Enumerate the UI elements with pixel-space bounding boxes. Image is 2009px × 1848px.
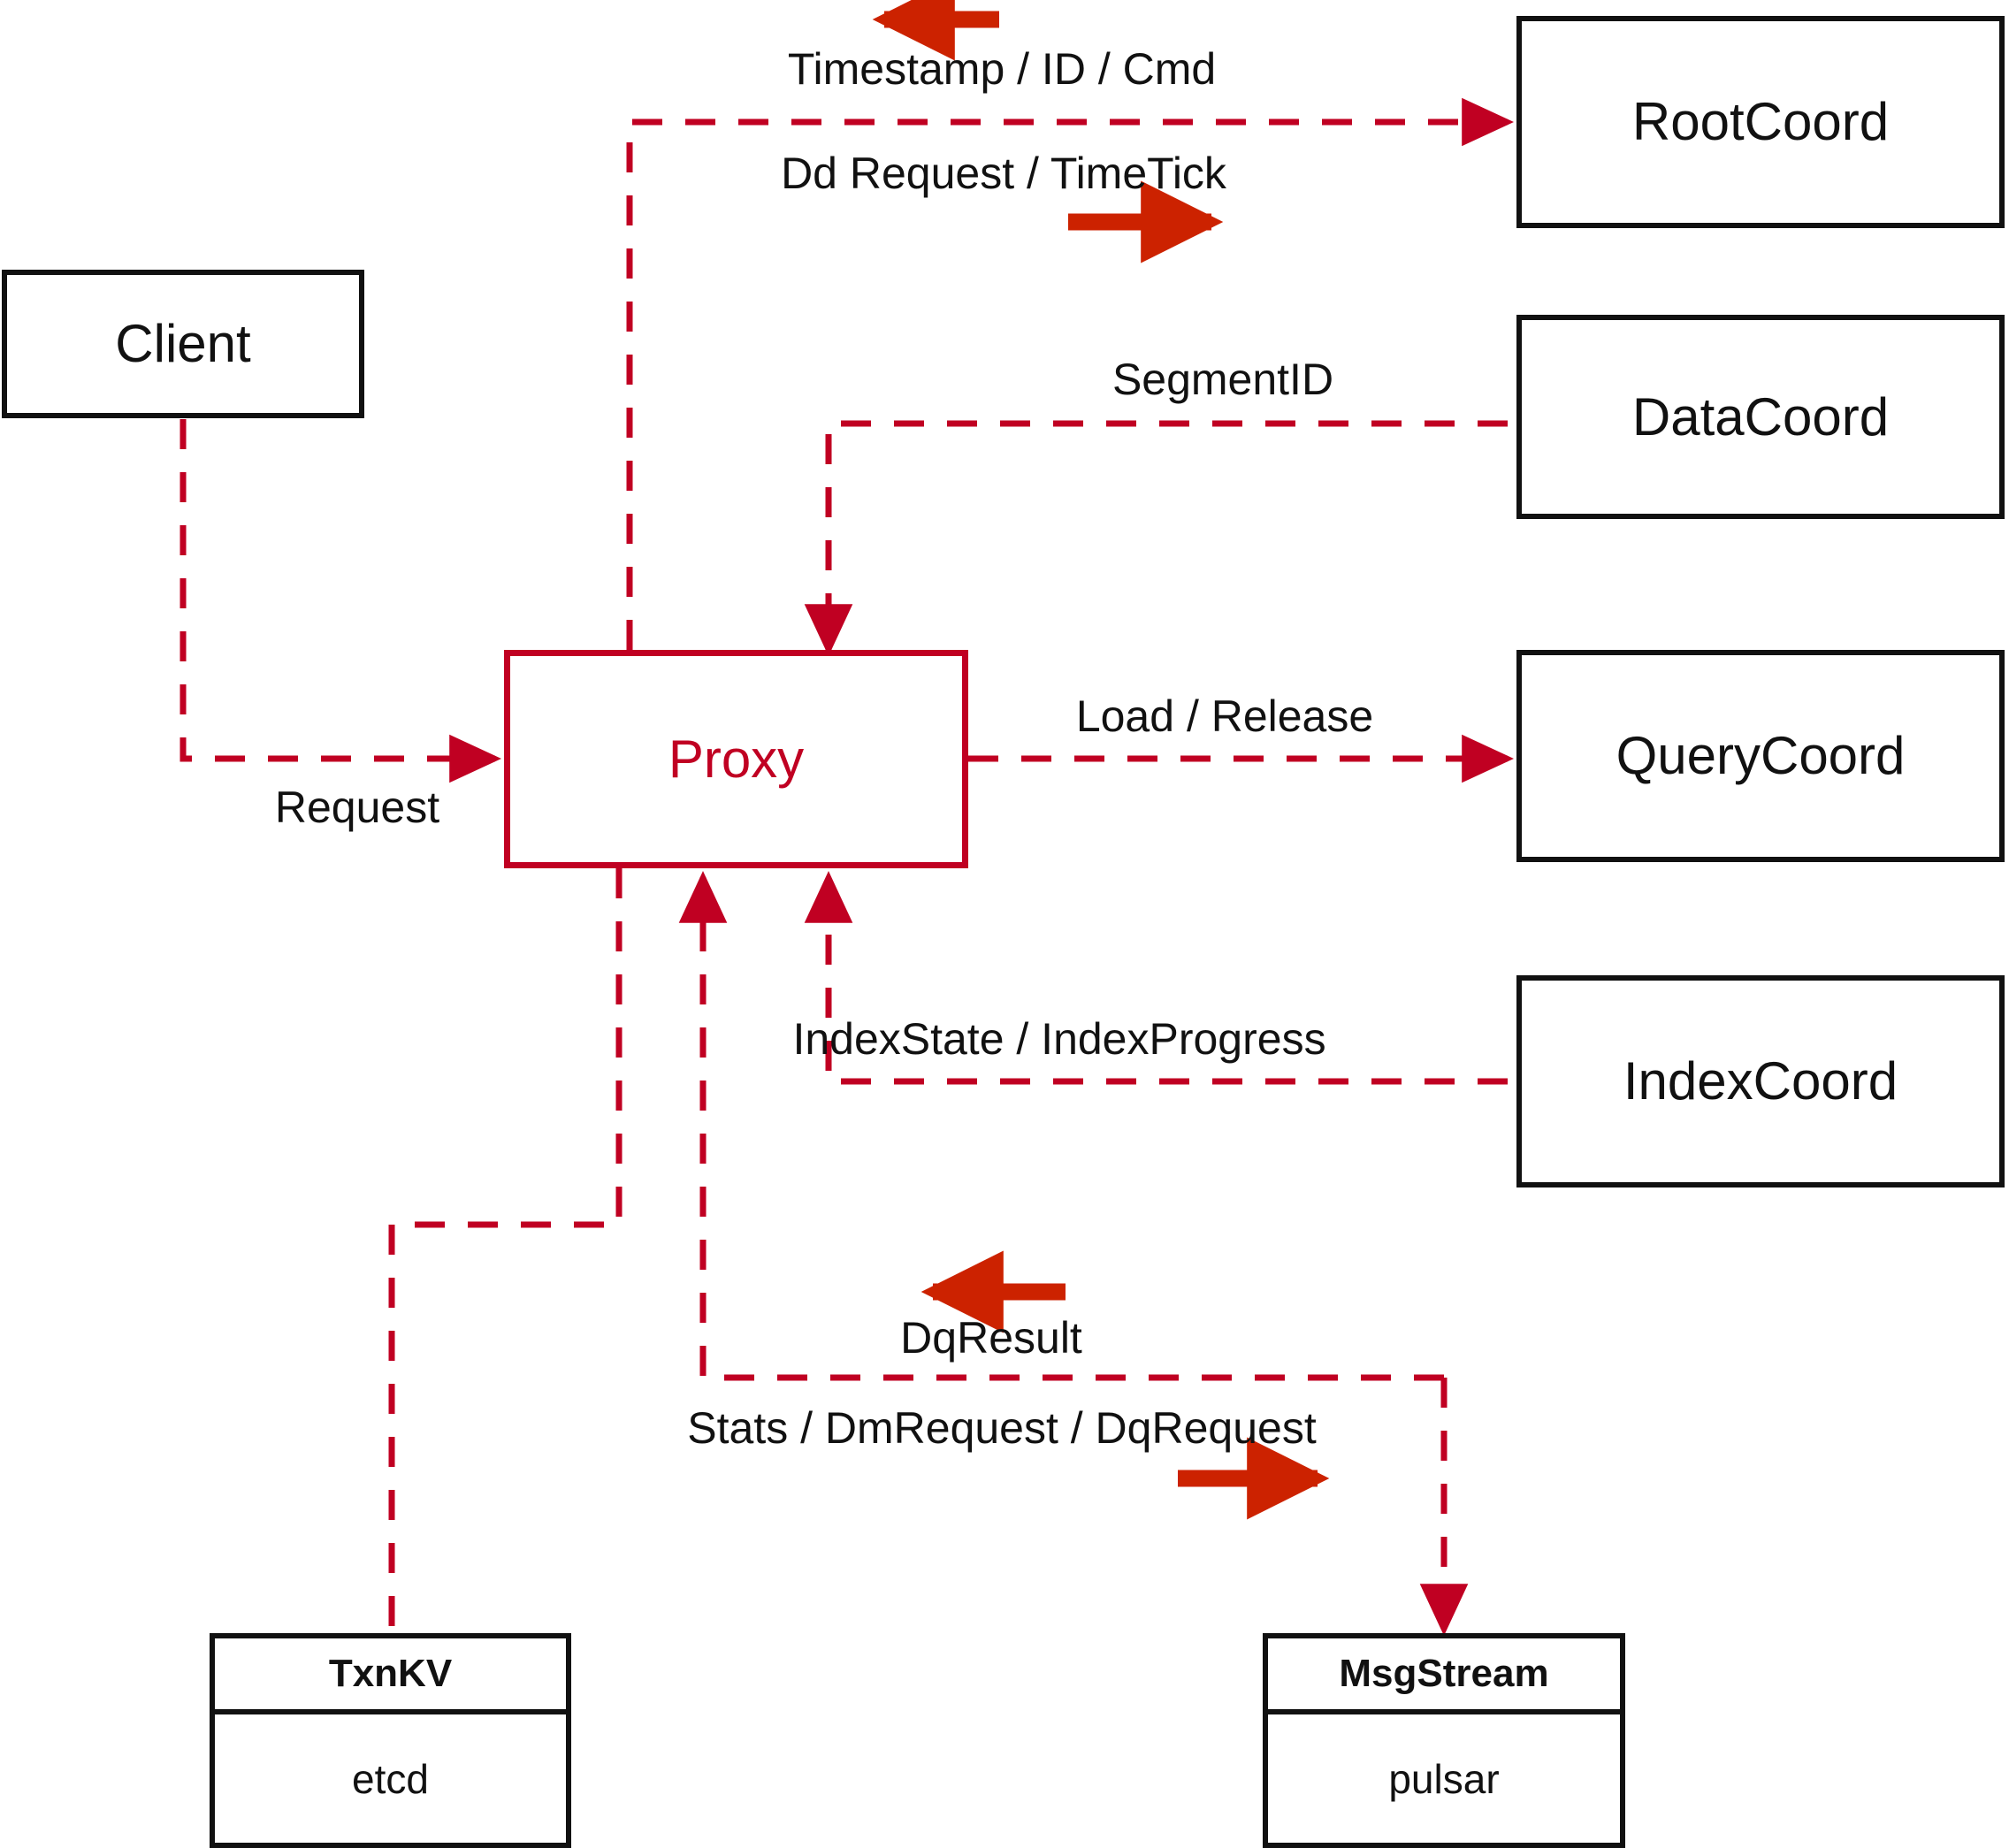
node-datacoord[interactable]: DataCoord <box>1516 315 2005 519</box>
node-proxy-label: Proxy <box>668 729 805 789</box>
node-msgstream-body: pulsar <box>1268 1714 1620 1843</box>
node-rootcoord[interactable]: RootCoord <box>1516 16 2005 228</box>
edge-proxy-txnkv <box>388 868 623 1630</box>
node-msgstream-header: MsgStream <box>1268 1638 1620 1714</box>
node-rootcoord-label: RootCoord <box>1631 92 1890 151</box>
node-indexcoord[interactable]: IndexCoord <box>1516 975 2005 1187</box>
edge-label-request: Request <box>274 783 440 832</box>
edge-label-stats-dmrequest-dqrequest: Stats / DmRequest / DqRequest <box>687 1403 1317 1453</box>
edge-client-proxy <box>180 419 501 783</box>
edge-msgstream-proxy <box>678 871 1444 1381</box>
edge-proxy-rootcoord <box>626 97 1514 650</box>
node-msgstream-body-label: pulsar <box>1388 1755 1500 1802</box>
node-txnkv-body: etcd <box>215 1714 566 1843</box>
edge-indexcoord-proxy <box>804 871 1508 1085</box>
node-datacoord-label: DataCoord <box>1631 386 1890 447</box>
node-querycoord[interactable]: QueryCoord <box>1516 650 2005 862</box>
edge-label-timestamp-id-cmd: Timestamp / ID / Cmd <box>787 44 1217 94</box>
node-client[interactable]: Client <box>2 270 364 418</box>
edge-label-dqresult: DqResult <box>900 1313 1082 1363</box>
node-client-label: Client <box>115 314 251 373</box>
node-txnkv-header: TxnKV <box>215 1638 566 1714</box>
node-proxy[interactable]: Proxy <box>504 650 968 868</box>
edge-label-segmentid: SegmentID <box>1111 355 1334 404</box>
node-txnkv-body-label: etcd <box>352 1755 429 1802</box>
node-querycoord-label: QueryCoord <box>1616 726 1906 785</box>
node-txnkv[interactable]: TxnKV etcd <box>210 1633 571 1848</box>
node-indexcoord-label: IndexCoord <box>1623 1051 1898 1111</box>
node-msgstream-header-label: MsgStream <box>1339 1652 1549 1695</box>
edge-datacoord-proxy <box>804 420 1508 656</box>
edge-label-load-release: Load / Release <box>1075 691 1374 741</box>
node-msgstream[interactable]: MsgStream pulsar <box>1263 1633 1625 1848</box>
edge-label-indexstate-indexprogress: IndexState / IndexProgress <box>792 1014 1326 1064</box>
node-txnkv-header-label: TxnKV <box>328 1652 453 1695</box>
edge-label-dd-request-timetick: Dd Request / TimeTick <box>781 149 1226 198</box>
